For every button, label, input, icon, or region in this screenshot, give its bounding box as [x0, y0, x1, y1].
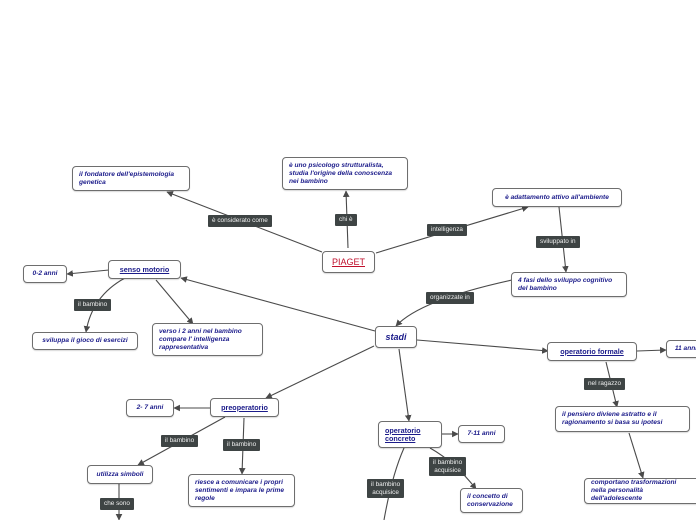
link-label-considerato: è considerato come — [208, 215, 272, 227]
link-label-bambino-pre1: il bambino — [161, 435, 199, 447]
node-preoperatorio[interactable]: preoperatorio — [210, 398, 279, 417]
link-label-organizzate-in: organizzate in — [426, 292, 474, 304]
node-adattamento[interactable]: è adattamento attivo all'ambiente — [492, 188, 622, 207]
edge-sm-eta — [66, 269, 110, 277]
node-operatorio-formale[interactable]: operatorio formale — [547, 342, 637, 361]
edge-stadi-sensomotorio — [180, 276, 376, 332]
node-trasformazioni[interactable]: comportano trasformazioni nella personal… — [584, 478, 696, 504]
node-piaget-root[interactable]: PIAGET — [322, 251, 375, 273]
node-eta-2-7[interactable]: 2- 7 anni — [126, 399, 174, 417]
node-operatorio-concreto[interactable]: operatorio concreto — [378, 421, 442, 448]
edge-formale-eta — [636, 346, 667, 354]
node-eta-7-11[interactable]: 7-11 anni — [458, 425, 505, 443]
edge-sm-verso — [155, 279, 194, 325]
edge-stadi-formale — [416, 339, 549, 354]
link-label-acquisisce2: il bambino acquisice — [429, 457, 467, 476]
node-psicologo[interactable]: è uno psicologo strutturalista, studia l… — [282, 157, 408, 190]
link-label-sviluppato-in: sviluppato in — [536, 236, 580, 248]
node-senso-motorio[interactable]: senso motorio — [108, 260, 181, 279]
edge-stadi-preoperatorio — [265, 345, 375, 399]
node-pensiero[interactable]: il pensiero diviene astratto e il ragion… — [555, 406, 690, 432]
node-gioco-esercizi[interactable]: sviluppa il gioco di esercizi — [32, 332, 138, 350]
edge-pensiero-trasformazioni — [628, 432, 645, 479]
link-label-bambino-sm: il bambino — [74, 299, 112, 311]
link-label-intelligenza: intelligenza — [427, 224, 467, 236]
node-fasi[interactable]: 4 fasi dello sviluppo cognitivo del bamb… — [511, 272, 627, 297]
link-label-bambino-pre2: il bambino — [223, 439, 261, 451]
link-label-acquisisce1: il bambino acquisice — [367, 479, 405, 498]
link-label-nel-ragazzo: nel ragazzo — [584, 378, 626, 390]
edge-stadi-concreto — [398, 348, 412, 422]
node-conservazione[interactable]: il concetto di conservazione — [460, 488, 523, 513]
node-verso-2-anni[interactable]: verso i 2 anni nel bambino compare l' in… — [152, 323, 263, 356]
node-fondatore[interactable]: il fondatore dell'epistemologia genetica — [72, 166, 190, 191]
node-sentimenti[interactable]: riesce a comunicare i propri sentimenti … — [188, 474, 295, 507]
node-eta-0-2[interactable]: 0-2 anni — [23, 265, 67, 283]
link-label-che-sono: che sono — [100, 498, 134, 510]
link-label-chi-e: chi è — [335, 214, 357, 226]
node-eta-11[interactable]: 11 anni — [666, 340, 696, 358]
node-stadi[interactable]: stadi — [375, 326, 417, 348]
node-simboli[interactable]: utilizza simboli — [87, 465, 153, 484]
